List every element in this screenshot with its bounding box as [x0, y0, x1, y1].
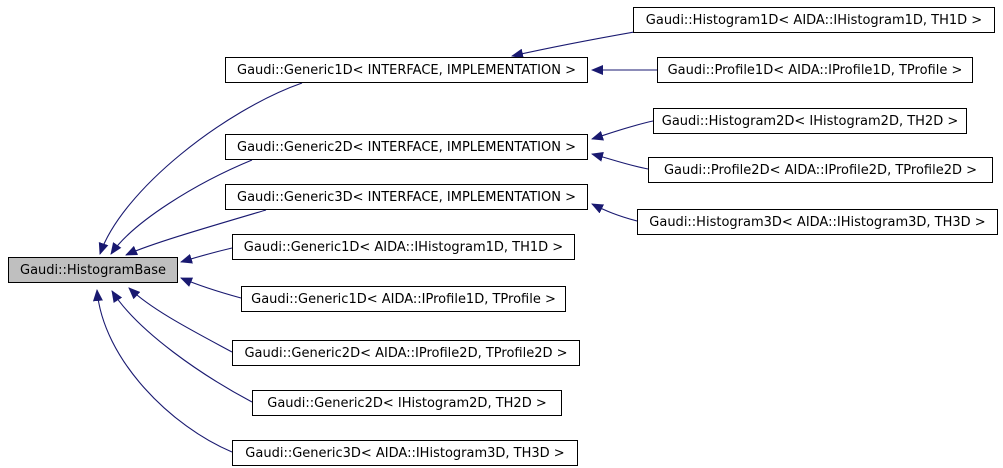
class-node-generic3d-ihistogram3d[interactable]: Gaudi::Generic3D< AIDA::IHistogram3D, TH… [232, 440, 578, 466]
class-node-histogram-base[interactable]: Gaudi::HistogramBase [8, 257, 178, 283]
inheritance-arrow-generic1d-ihistogram1d-to-base [180, 247, 233, 264]
class-node-histogram2d[interactable]: Gaudi::Histogram2D< IHistogram2D, TH2D > [653, 108, 967, 134]
class-node-generic1d-iprofile1d[interactable]: Gaudi::Generic1D< AIDA::IProfile1D, TPro… [241, 286, 566, 312]
inheritance-arrow-generic2d-ihistogram2d-to-base [111, 290, 253, 403]
class-node-generic2d-ihistogram2d[interactable]: Gaudi::Generic2D< IHistogram2D, TH2D > [252, 390, 562, 416]
class-node-generic1d-template[interactable]: Gaudi::Generic1D< INTERFACE, IMPLEMENTAT… [225, 57, 588, 83]
inheritance-arrow-generic2d-to-base [110, 159, 253, 255]
class-node-profile2d[interactable]: Gaudi::Profile2D< AIDA::IProfile2D, TPro… [648, 157, 993, 183]
inheritance-arrow-profile2d-to-generic2d [591, 151, 649, 170]
class-node-generic3d-template[interactable]: Gaudi::Generic3D< INTERFACE, IMPLEMENTAT… [225, 184, 588, 210]
class-node-generic2d-iprofile2d[interactable]: Gaudi::Generic2D< AIDA::IProfile2D, TPro… [232, 340, 580, 366]
inheritance-arrow-generic2d-iprofile2d-to-base [128, 287, 233, 353]
inheritance-arrow-histogram3d-to-generic3d [591, 203, 638, 222]
class-node-histogram1d[interactable]: Gaudi::Histogram1D< AIDA::IHistogram1D, … [633, 7, 995, 33]
inheritance-arrow-generic1d-iprofile1d-to-base [180, 277, 242, 299]
inheritance-arrow-generic3d-ihistogram3d-to-base [92, 289, 233, 453]
inheritance-arrow-generic1d-to-base [98, 82, 303, 255]
class-node-profile1d[interactable]: Gaudi::Profile1D< AIDA::IProfile1D, TPro… [657, 57, 973, 83]
class-node-generic2d-template[interactable]: Gaudi::Generic2D< INTERFACE, IMPLEMENTAT… [225, 134, 588, 160]
inheritance-arrow-histogram2d-to-generic2d [591, 120, 654, 141]
inheritance-arrow-histogram1d-to-generic1d [511, 30, 641, 59]
class-node-histogram3d[interactable]: Gaudi::Histogram3D< AIDA::IHistogram3D, … [637, 209, 998, 235]
inheritance-arrow-generic3d-to-base [125, 209, 267, 256]
class-node-generic1d-ihistogram1d[interactable]: Gaudi::Generic1D< AIDA::IHistogram1D, TH… [232, 234, 575, 260]
